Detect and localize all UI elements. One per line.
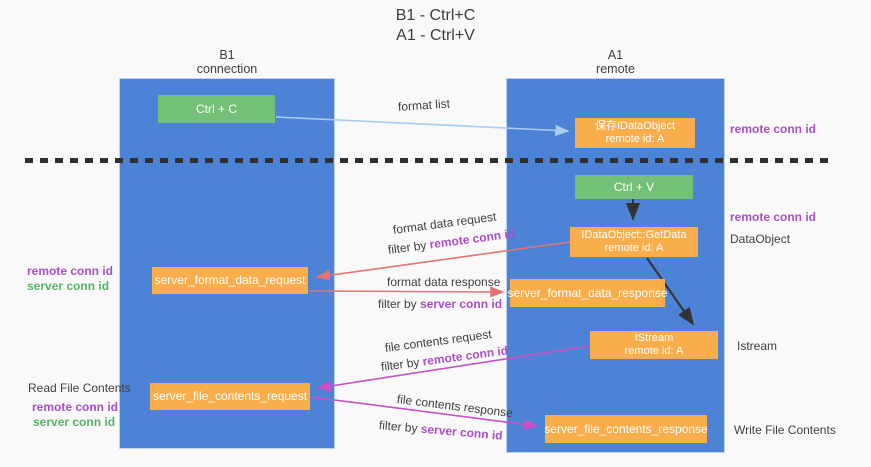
lane-b1-title: B1 [219, 48, 235, 62]
node-server-format-data-response: server_format_data_response [507, 279, 668, 307]
filter-by-text: filter by [378, 418, 422, 436]
label-istream: Istream [737, 339, 778, 353]
title-line-1: B1 - Ctrl+C [395, 7, 476, 24]
filter-by-text: filter by [378, 297, 421, 311]
lane-a1-title: A1 [607, 48, 624, 62]
getdata-line1: IDataObject::GetData [581, 229, 687, 241]
label-remote-conn-id-bottom-left: remote conn id [32, 400, 119, 414]
lane-header-b1: B1 connection [119, 48, 335, 76]
server-file-contents-request-label: server_file_contents_request [152, 389, 308, 403]
server-conn-id-text: server conn id [420, 297, 503, 311]
save-idataobject-line1: 保存IDataObject [594, 120, 676, 132]
label-remote-conn-id-mid-right: remote conn id [730, 210, 817, 224]
dashed-separator [25, 158, 833, 163]
node-server-file-contents-request: server_file_contents_request [150, 383, 310, 410]
label-file-contents-response: file contents response [396, 392, 514, 421]
label-remote-conn-id-left: remote conn id [27, 264, 114, 278]
label-format-response-filter: filter by server conn id [378, 297, 502, 311]
node-istream: IStream remote id: A [590, 331, 718, 359]
server-conn-id-text: server conn id [420, 421, 504, 443]
getdata-line2: remote id: A [604, 242, 664, 254]
node-server-file-contents-response: server_file_contents_response [544, 415, 708, 443]
node-server-format-data-request: server_format_data_request [152, 267, 308, 294]
label-server-conn-id-left: server conn id [27, 279, 110, 293]
save-idataobject-line2: remote id: A [605, 133, 665, 145]
ctrl-v-label: Ctrl + V [613, 179, 655, 194]
label-format-data-response: format data response [387, 275, 501, 289]
node-save-idataobject: 保存IDataObject remote id: A [575, 118, 695, 148]
arrow-format-data-response [308, 286, 505, 298]
ctrl-c-label: Ctrl + C [195, 101, 237, 116]
lane-b1-subtitle: connection [196, 62, 258, 76]
server-format-data-response-label: server_format_data_response [507, 285, 668, 300]
server-format-data-request-label: server_format_data_request [154, 273, 306, 287]
title-line-2: A1 - Ctrl+V [396, 27, 475, 44]
label-format-list: format list [397, 96, 451, 114]
filter-by-text: filter by [380, 354, 424, 374]
label-dataobject: DataObject [730, 232, 791, 246]
lane-header-a1: A1 remote [506, 48, 725, 76]
diagram-title: B1 - Ctrl+C A1 - Ctrl+V [0, 6, 871, 46]
node-idataobject-getdata: IDataObject::GetData remote id: A [570, 227, 698, 257]
label-write-file-contents: Write File Contents [734, 423, 836, 437]
label-file-response-filter: filter by server conn id [378, 418, 503, 443]
server-file-contents-response-label: server_file_contents_response [544, 421, 708, 436]
istream-line1: IStream [634, 332, 674, 344]
label-remote-conn-id-top-right: remote conn id [730, 122, 817, 136]
lane-a1-subtitle: remote [596, 62, 635, 76]
node-ctrl-v: Ctrl + V [575, 175, 693, 199]
filter-by-text: filter by [387, 237, 431, 257]
label-read-file-contents: Read File Contents [28, 381, 131, 395]
istream-line2: remote id: A [624, 345, 684, 357]
node-ctrl-c: Ctrl + C [158, 95, 275, 123]
label-server-conn-id-bottom-left: server conn id [33, 415, 116, 429]
